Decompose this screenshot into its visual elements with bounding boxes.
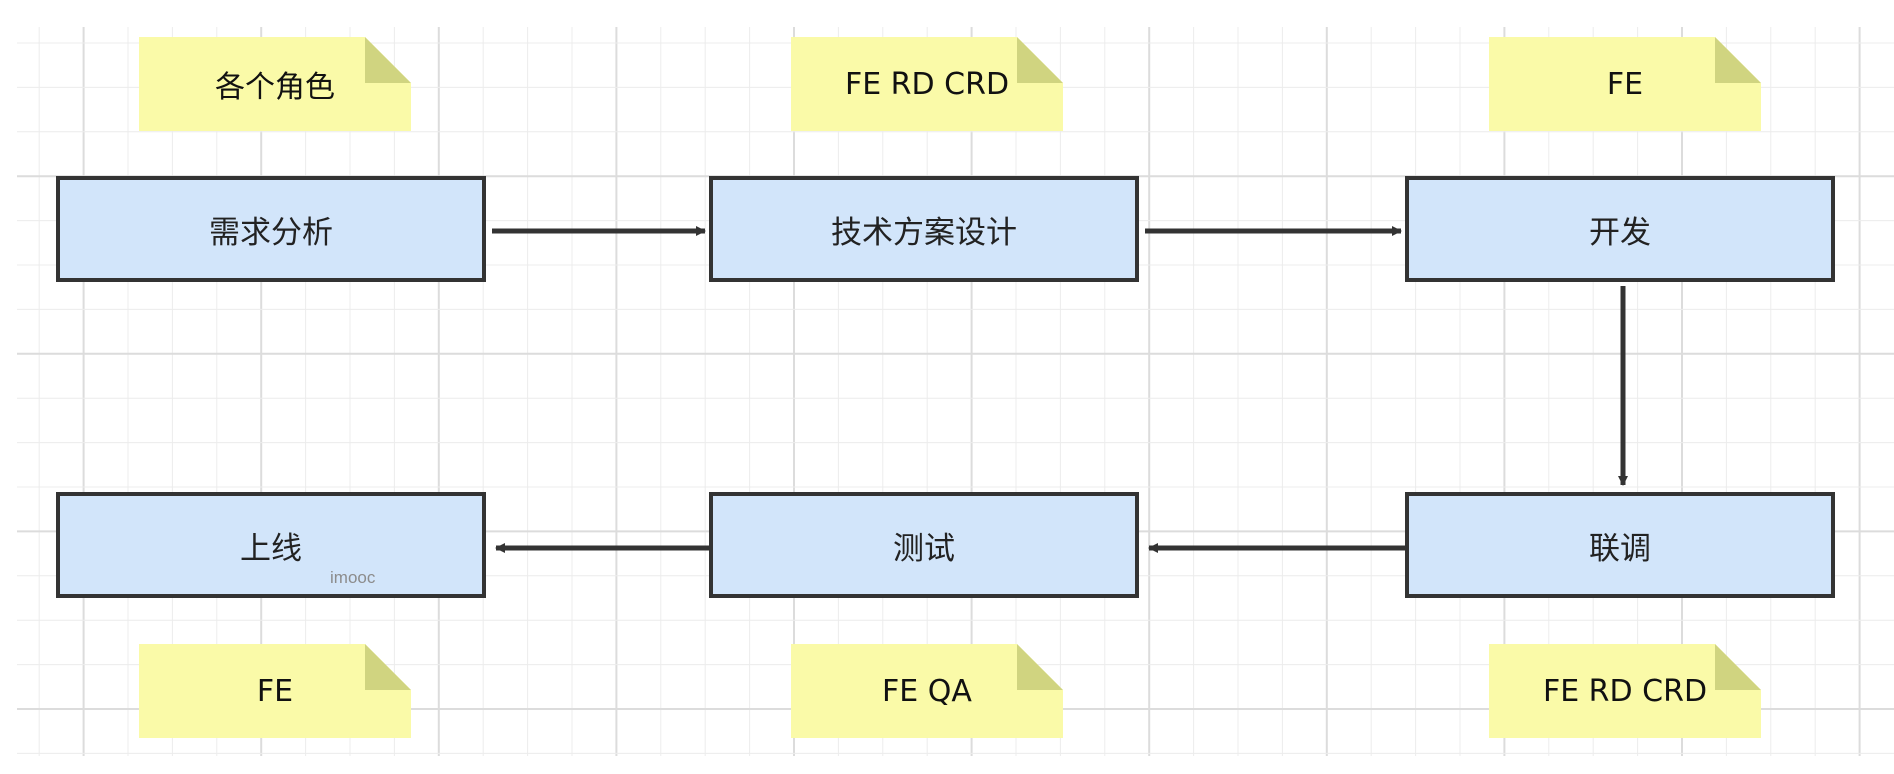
- note-text: FE QA: [882, 673, 972, 709]
- roles-note-analysis: 各个角色: [139, 37, 411, 131]
- step-development: 开发: [1405, 176, 1835, 282]
- note-text: FE: [1606, 66, 1644, 102]
- step-technical-design: 技术方案设计: [709, 176, 1139, 282]
- step-label: 上线: [240, 530, 302, 567]
- step-requirements-analysis: 需求分析: [56, 176, 486, 282]
- note-text: FE RD CRD: [1542, 673, 1708, 709]
- roles-note-testing: FE QA: [791, 644, 1063, 738]
- step-label: 需求分析: [209, 214, 333, 251]
- roles-note-integration: FE RD CRD: [1489, 644, 1761, 738]
- note-text: 各个角色: [215, 70, 335, 105]
- step-label: 技术方案设计: [831, 214, 1017, 251]
- roles-note-dev: FE: [1489, 37, 1761, 131]
- note-text: FE: [256, 673, 294, 709]
- note-text: FE RD CRD: [844, 66, 1010, 102]
- roles-note-design: FE RD CRD: [791, 37, 1063, 131]
- watermark: imooc: [330, 568, 376, 587]
- step-release: 上线: [56, 492, 486, 598]
- step-label: 开发: [1589, 214, 1651, 251]
- roles-note-release: FE: [139, 644, 411, 738]
- step-label: 测试: [893, 530, 955, 567]
- step-label: 联调: [1589, 530, 1651, 567]
- step-testing: 测试: [709, 492, 1139, 598]
- step-integration: 联调: [1405, 492, 1835, 598]
